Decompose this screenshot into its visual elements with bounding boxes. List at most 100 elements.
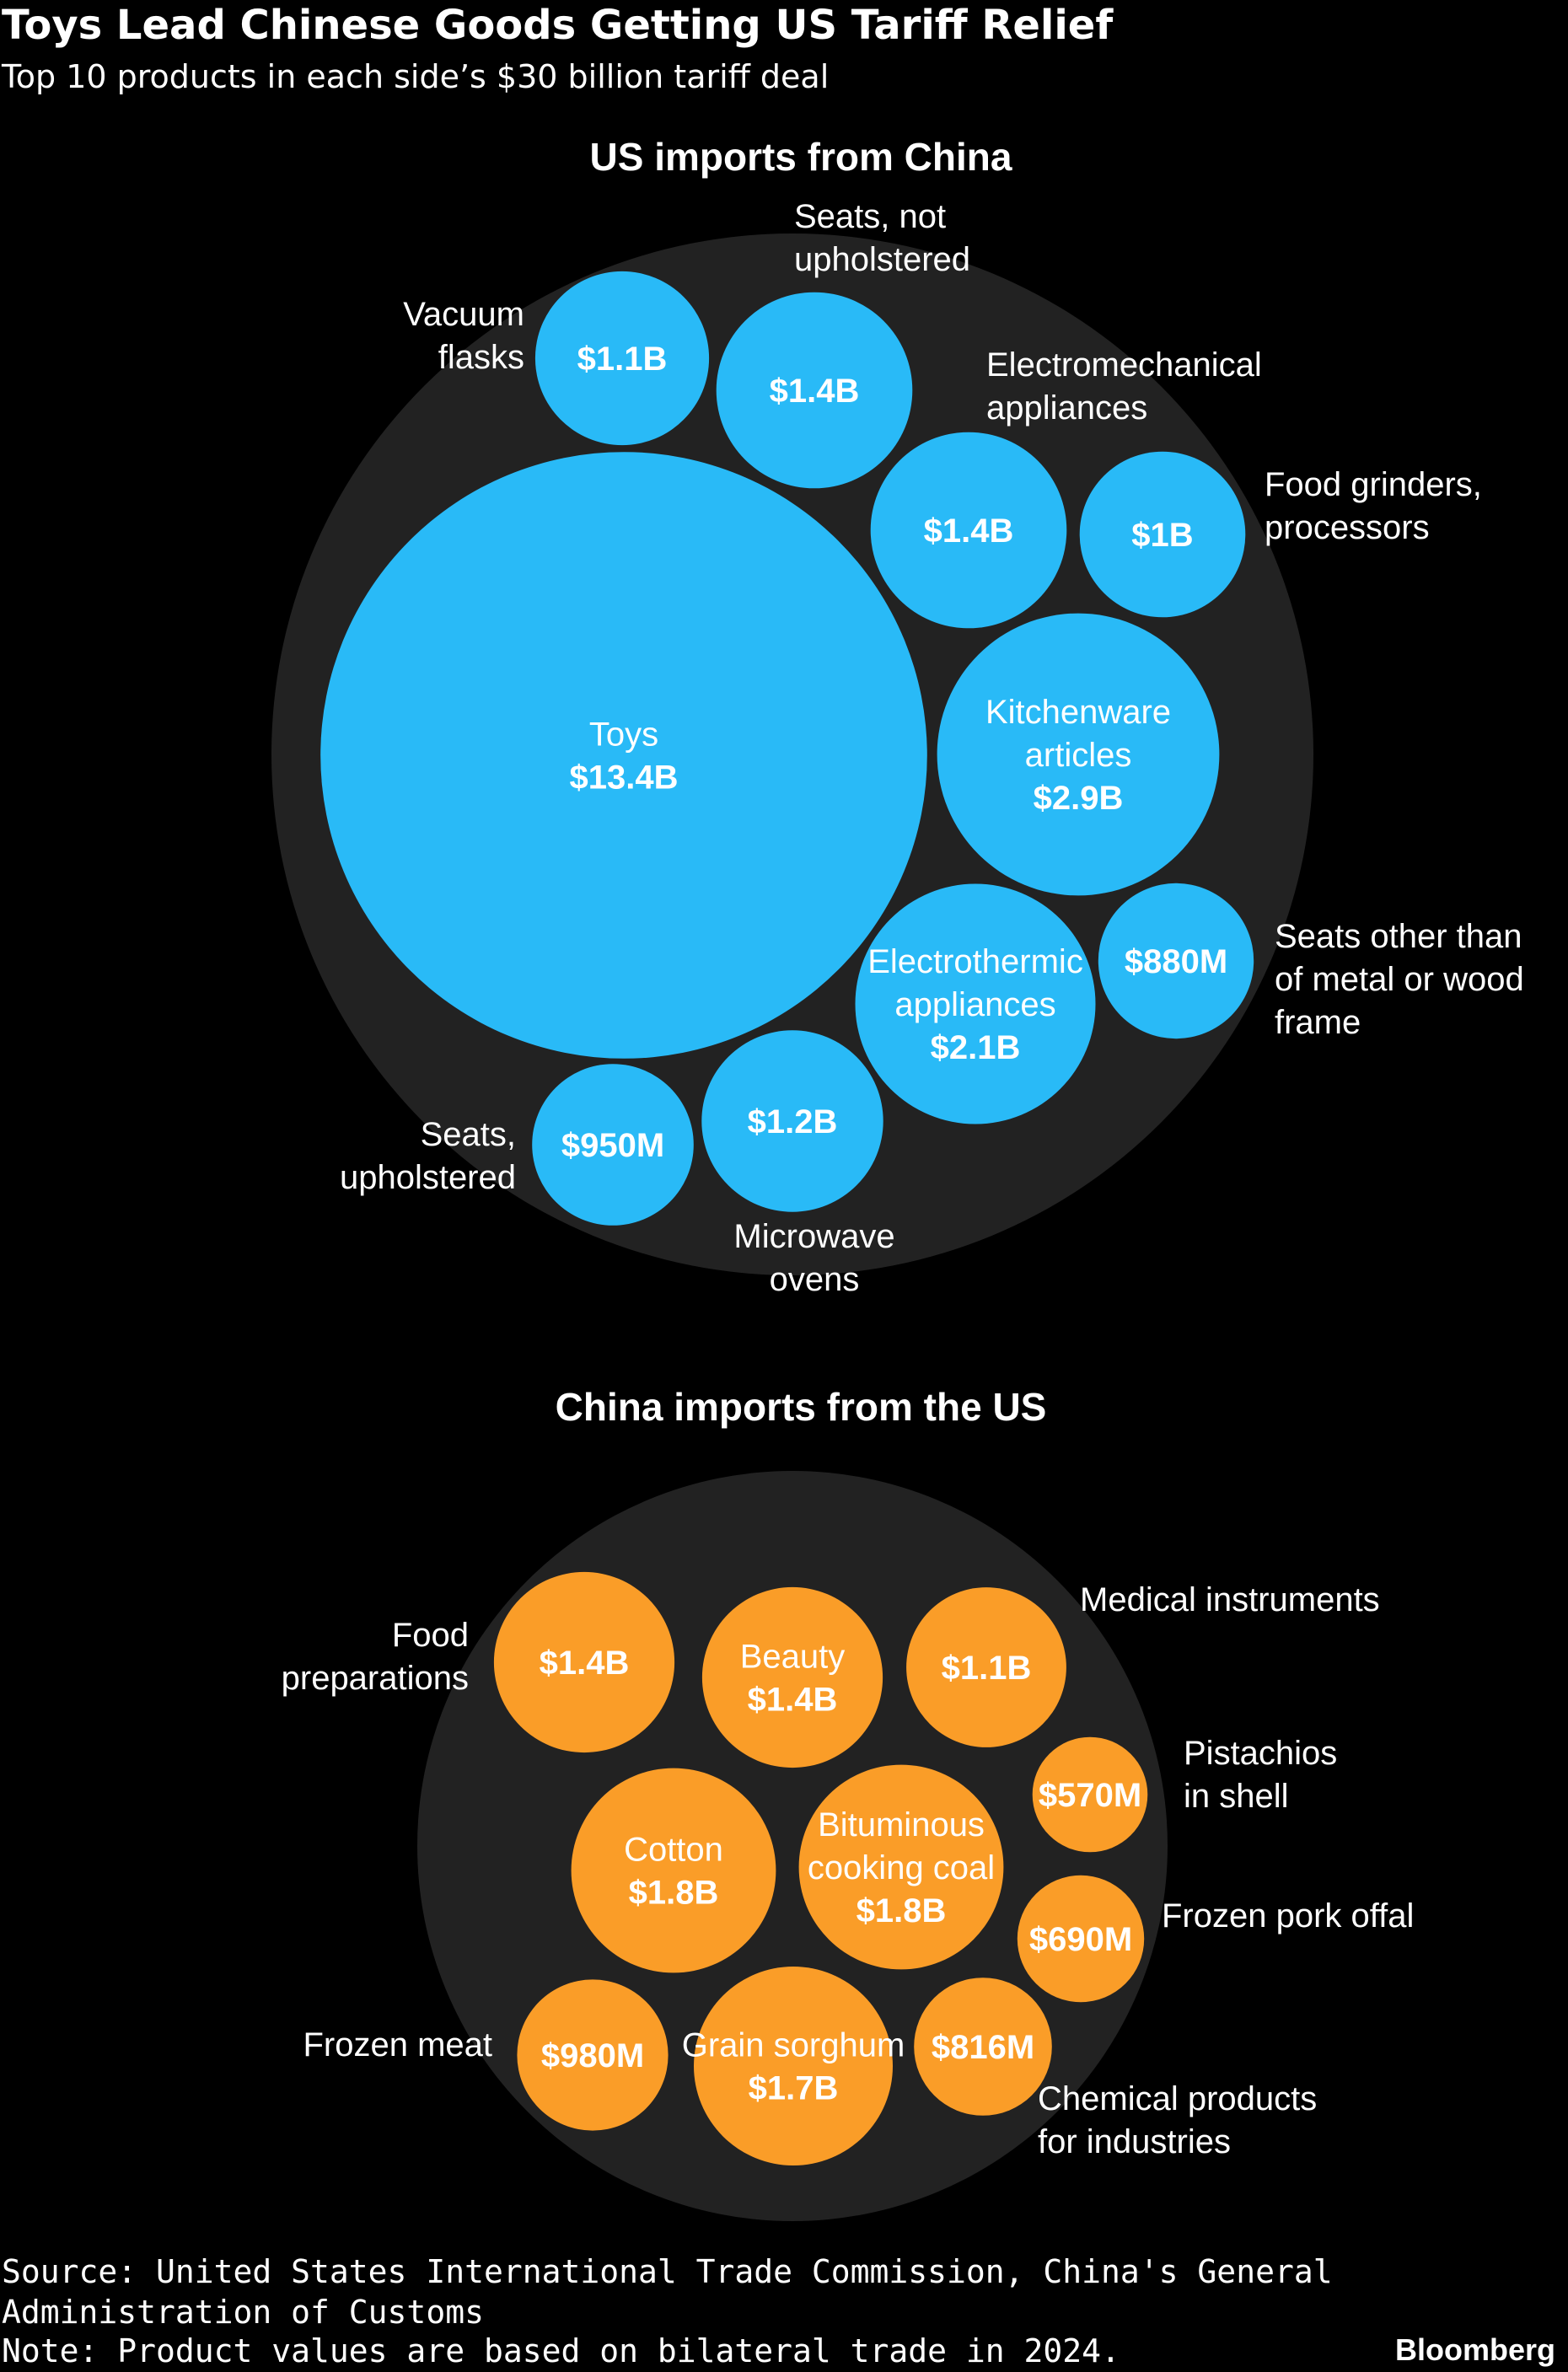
bubble-label-kitchenware-articles: Kitchenware articles [985, 694, 1171, 774]
bubble-seats-upholstered [532, 1064, 694, 1226]
bubble-label-vacuum-flasks-line: Vacuum [403, 296, 524, 333]
bubble-beauty [701, 1586, 883, 1768]
bubble-label-cotton: Cotton [624, 1832, 723, 1869]
bubble-value-chemical-products-for-industries: $816M [932, 2029, 1034, 2066]
bubble-label-microwave-ovens-line: ovens [770, 1261, 860, 1298]
bubble-label-electrothermic-appliances-line: Electrothermic [867, 943, 1083, 980]
source-note-line: Administration of Customs [2, 2294, 484, 2331]
bubble-label-chemical-products-for-industries: Chemical products for industries [1038, 2080, 1317, 2160]
chart-title: Toys Lead Chinese Goods Getting US Tarif… [2, 2, 1114, 49]
bubble-label-food-preparations-line: Food [392, 1617, 469, 1654]
bubble-value-medical-instruments: $1.1B [942, 1650, 1032, 1687]
bubble-seats-not-upholstered [716, 292, 913, 489]
bubble-microwave-ovens [701, 1030, 883, 1212]
bubble-label-electrothermic-appliances: Electrothermic appliances [867, 943, 1083, 1023]
bubble-label-electromechanical-appliances-line: Electromechanical [986, 346, 1262, 384]
bubble-label-vacuum-flasks: Vacuum flasks [403, 296, 524, 376]
bubble-label-seats-upholstered-line: Seats, [421, 1116, 516, 1153]
bubble-value-seats-other-than-of-metal-or-wood-frame: $880M [1125, 943, 1227, 980]
bubble-label-kitchenware-articles-line: Kitchenware [985, 694, 1171, 731]
bubble-label-electromechanical-appliances: Electromechanical appliances [986, 346, 1262, 427]
bubble-value-microwave-ovens: $1.2B [748, 1103, 838, 1140]
bubble-value-bituminous-cooking-coal: $1.8B [856, 1892, 947, 1929]
bubble-label-seats-not-upholstered: Seats, not upholstered [794, 198, 970, 278]
bubble-electromechanical-appliances [870, 432, 1067, 629]
bubble-label-pistachios-in-shell-line: in shell [1184, 1778, 1289, 1815]
bubble-label-chemical-products-for-industries-line: for industries [1038, 2123, 1231, 2160]
bubble-frozen-pork-offal [1017, 1875, 1145, 2003]
panel-china-imports-from-us: China imports from the US Cotton $1.8B Bit… [282, 1385, 1414, 2221]
bubble-label-electromechanical-appliances-line: appliances [986, 389, 1147, 427]
bubble-label-seats-upholstered-line: upholstered [340, 1159, 516, 1196]
bubble-value-electrothermic-appliances: $2.1B [931, 1029, 1021, 1066]
bubble-label-grain-sorghum: Grain sorghum [682, 2027, 905, 2064]
bubble-label-seats-other-than-of-metal-or-wood-frame: Seats other than of metal or wood frame [1275, 918, 1524, 1041]
bubble-grain-sorghum [694, 1967, 893, 2165]
bubble-label-food-preparations-line: preparations [282, 1660, 469, 1697]
bubble-group-us-imports: Toys $13.4B Kitchenware articles $2.9B Electr… [320, 198, 1524, 1298]
bubble-label-seats-not-upholstered-line: Seats, not [794, 198, 946, 235]
bubble-electrothermic-appliances [855, 883, 1096, 1124]
bubble-value-seats-not-upholstered: $1.4B [770, 373, 860, 410]
bubble-value-seats-upholstered: $950M [561, 1127, 664, 1164]
bubble-label-seats-other-than-of-metal-or-wood-frame-line: Seats other than [1275, 918, 1522, 955]
bubble-label-frozen-pork-offal: Frozen pork offal [1162, 1897, 1414, 1935]
bubble-group-china-imports: Cotton $1.8B Bituminous cooking coal $1.8B Gr… [282, 1571, 1414, 2165]
bubble-label-chemical-products-for-industries-line: Chemical products [1038, 2080, 1317, 2117]
bubble-seats-other-than-of-metal-or-wood-frame [1098, 883, 1254, 1039]
panel-us-imports-from-china: US imports from China Toys $13.4B Kitchenw… [271, 135, 1524, 1298]
bubble-bituminous-cooking-coal [798, 1764, 1004, 1970]
bubble-label-food-preparations: Food preparations [282, 1617, 469, 1697]
bubble-label-pistachios-in-shell: Pistachios in shell [1184, 1735, 1337, 1815]
bubble-frozen-meat [517, 1979, 669, 2131]
panel-title-china-imports: China imports from the US [556, 1385, 1047, 1429]
bubble-value-beauty: $1.4B [748, 1682, 838, 1719]
bubble-label-seats-other-than-of-metal-or-wood-frame-line: frame [1275, 1004, 1361, 1041]
bubble-medical-instruments [906, 1587, 1066, 1747]
bubble-label-microwave-ovens-line: Microwave [733, 1218, 894, 1255]
bubble-chemical-products-for-industries [914, 1978, 1052, 2116]
bloomberg-logo: Bloomberg [1395, 2332, 1555, 2367]
bubble-label-toys: Toys [589, 716, 658, 754]
bubble-label-beauty: Beauty [740, 1639, 846, 1676]
bubble-kitchenware-articles [937, 613, 1220, 896]
bubble-value-frozen-pork-offal: $690M [1029, 1921, 1132, 1958]
bubble-food-preparations [493, 1571, 675, 1753]
bubble-value-electromechanical-appliances: $1.4B [924, 513, 1014, 550]
chart-subtitle: Top 10 products in each side’s $30 billi… [1, 58, 829, 95]
bubble-value-frozen-meat: $980M [541, 2037, 644, 2074]
bubble-value-kitchenware-articles: $2.9B [1034, 780, 1124, 817]
bubble-label-seats-not-upholstered-line: upholstered [794, 241, 970, 278]
bubble-vacuum-flasks [534, 271, 710, 446]
bubble-value-food-preparations: $1.4B [540, 1645, 630, 1682]
bubble-cotton [571, 1768, 776, 1973]
bubble-label-food-grinders-processors-line: processors [1265, 509, 1430, 546]
bubble-label-food-grinders-processors: Food grinders, processors [1265, 466, 1482, 546]
bubble-value-cotton: $1.8B [629, 1875, 719, 1912]
bubble-label-bituminous-cooking-coal-line: cooking coal [808, 1849, 995, 1886]
bubble-label-microwave-ovens: Microwave ovens [733, 1218, 894, 1298]
bubble-label-seats-upholstered: Seats, upholstered [340, 1116, 516, 1196]
source-note-line: Source: United States International Trad… [2, 2253, 1333, 2290]
panel-title-us-imports: US imports from China [590, 135, 1012, 179]
bubble-label-electrothermic-appliances-line: appliances [894, 986, 1055, 1023]
bubble-food-grinders-processors [1079, 451, 1246, 618]
bubble-label-bituminous-cooking-coal: Bituminous cooking coal [808, 1806, 995, 1886]
bubble-toys [320, 452, 927, 1059]
bubble-value-vacuum-flasks: $1.1B [577, 341, 668, 378]
bubble-label-frozen-meat: Frozen meat [303, 2026, 492, 2063]
bubble-value-pistachios-in-shell: $570M [1039, 1777, 1141, 1814]
source-note: Source: United States International Trad… [2, 2253, 1333, 2331]
bubble-pistachios-in-shell [1032, 1736, 1148, 1853]
bubble-label-medical-instruments: Medical instruments [1080, 1581, 1380, 1618]
bubble-label-kitchenware-articles-line: articles [1025, 737, 1132, 774]
bubble-value-food-grinders-processors: $1B [1131, 517, 1193, 554]
bubble-label-food-grinders-processors-line: Food grinders, [1265, 466, 1482, 503]
bubble-label-pistachios-in-shell-line: Pistachios [1184, 1735, 1337, 1772]
bubble-value-toys: $13.4B [570, 759, 679, 797]
bubble-label-vacuum-flasks-line: flasks [438, 339, 524, 376]
bubble-value-grain-sorghum: $1.7B [749, 2070, 839, 2107]
bubble-label-seats-other-than-of-metal-or-wood-frame-line: of metal or wood [1275, 961, 1524, 998]
bubble-label-bituminous-cooking-coal-line: Bituminous [818, 1806, 985, 1843]
footnote: Note: Product values are based on bilate… [2, 2332, 1120, 2369]
